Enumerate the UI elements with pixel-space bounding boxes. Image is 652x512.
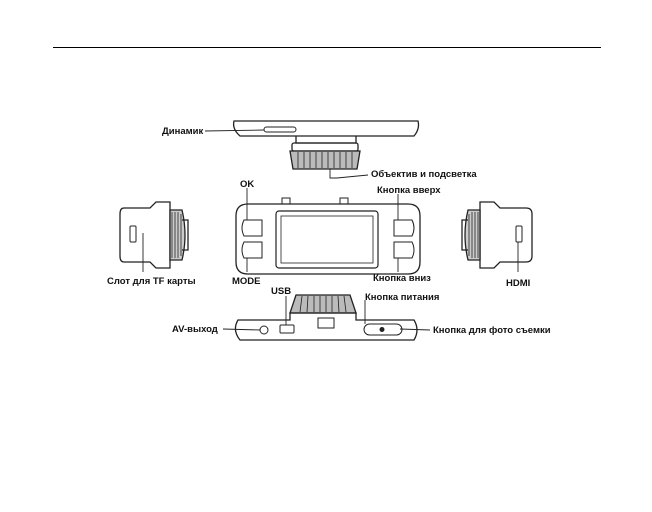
up-button <box>393 219 415 237</box>
mode-button <box>241 241 263 259</box>
lcd-screen <box>275 210 379 269</box>
label-speaker: Динамик <box>162 126 203 137</box>
front-view-device <box>235 197 421 275</box>
label-up-button: Кнопка вверх <box>377 185 441 196</box>
usb-port <box>279 324 295 334</box>
bottom-view-device <box>234 294 418 341</box>
label-mode: MODE <box>232 276 261 287</box>
page-divider-line <box>53 47 601 48</box>
left-side-device <box>119 201 189 269</box>
av-out-port <box>259 325 269 335</box>
leader-lines <box>142 129 519 331</box>
top-view-device <box>232 120 420 170</box>
label-ok: OK <box>240 179 254 190</box>
label-av-out: AV-выход <box>172 324 218 335</box>
label-down-button: Кнопка вниз <box>373 273 431 284</box>
right-side-device <box>461 201 533 269</box>
label-tf-slot: Слот для TF карты <box>107 276 196 287</box>
hdmi-port <box>515 225 523 243</box>
label-power-button: Кнопка питания <box>365 292 439 303</box>
down-button <box>393 241 415 259</box>
lens-ring-top <box>289 150 361 170</box>
label-usb: USB <box>271 286 291 297</box>
label-hdmi: HDMI <box>506 278 530 289</box>
tf-card-slot <box>129 225 137 243</box>
label-lens: Объектив и подсветка <box>371 169 477 180</box>
photo-button <box>379 327 385 332</box>
ok-button <box>241 219 263 237</box>
speaker-grille <box>263 126 297 133</box>
label-photo-button: Кнопка для фото съемки <box>433 325 551 336</box>
